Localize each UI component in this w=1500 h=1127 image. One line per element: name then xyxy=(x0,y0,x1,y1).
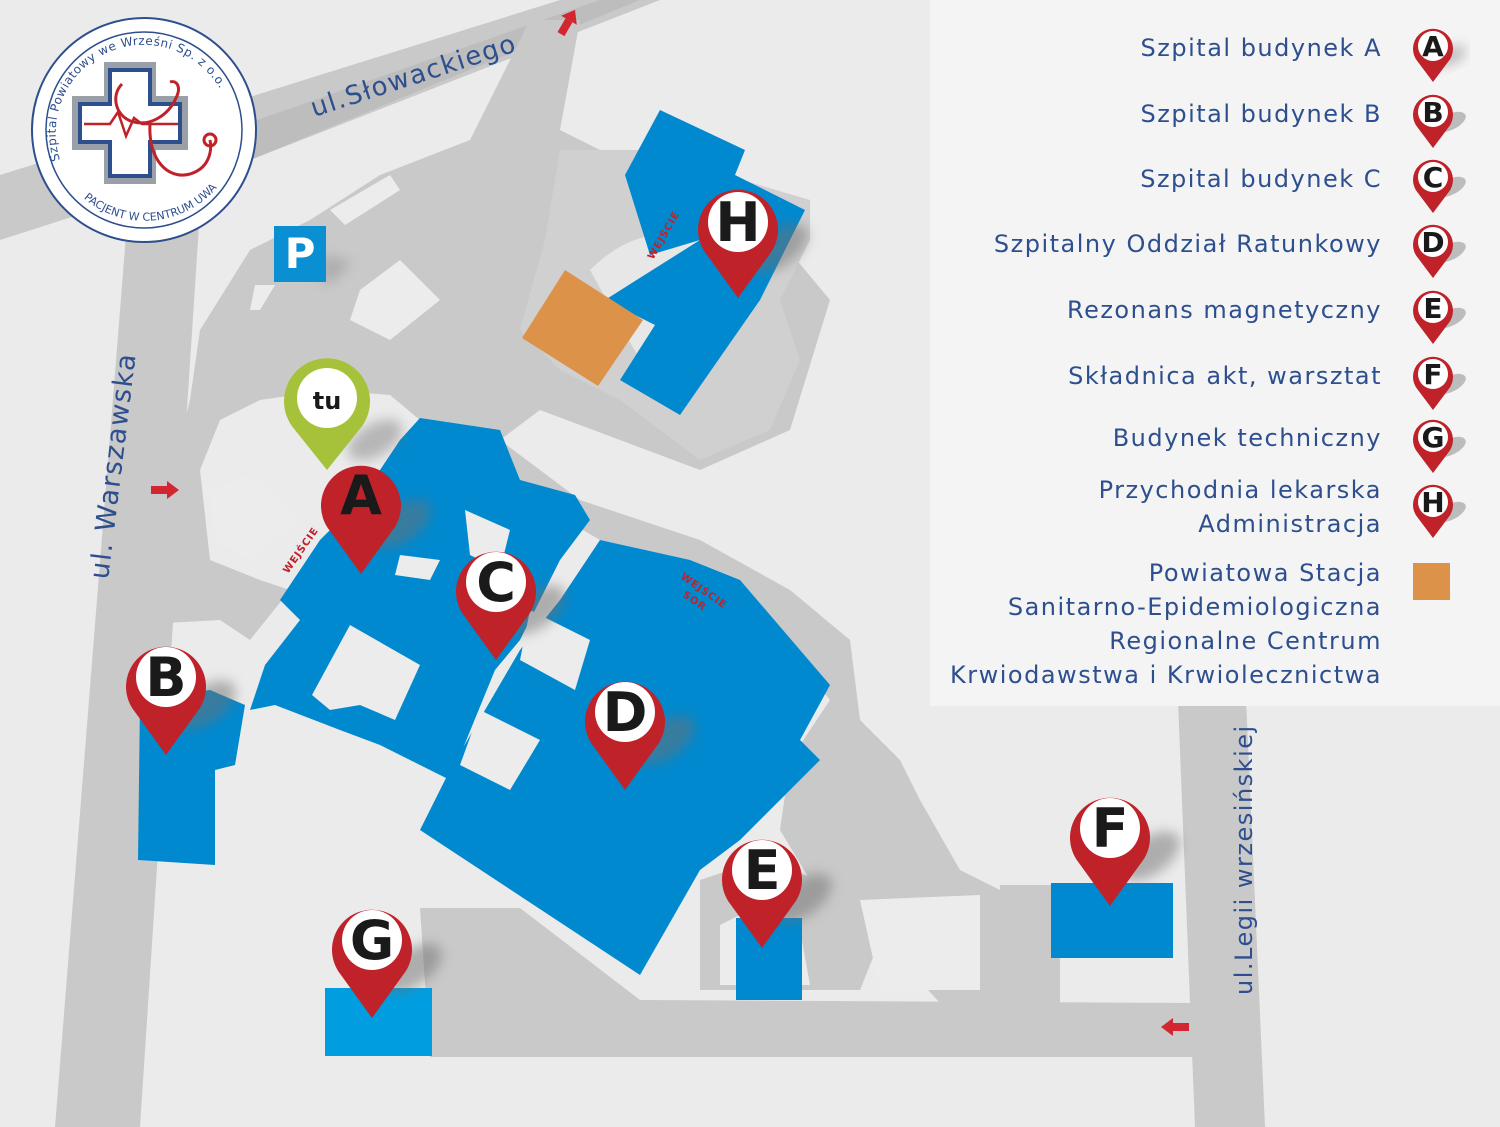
legend-item-e: Rezonans magnetyczny xyxy=(1067,293,1382,327)
legend-pin-c-icon: C xyxy=(1413,159,1466,213)
map-pin-c[interactable]: C xyxy=(456,551,574,660)
map-pin-g[interactable]: G xyxy=(332,909,450,1018)
legend-item-sanepid: Powiatowa Stacja Sanitarno-Epidemiologic… xyxy=(950,556,1382,692)
legend-item-b-text: Szpital budynek B xyxy=(1140,100,1382,128)
map-pin-h[interactable]: H xyxy=(698,189,816,298)
legend-pin-g-icon: G xyxy=(1413,419,1466,473)
legend-item-a-text: Szpital budynek A xyxy=(1140,34,1382,62)
map-pin-g-letter: G xyxy=(350,909,394,972)
legend-pin-h-icon: H xyxy=(1413,484,1466,538)
legend-item-f-text: Składnica akt, warsztat xyxy=(1068,362,1382,390)
legend-pin-h-letter: H xyxy=(1421,486,1444,519)
stethoscope-icon xyxy=(114,80,218,177)
legend-sanepid-line2: Sanitarno-Epidemiologiczna xyxy=(1007,593,1382,621)
legend-pin-d-letter: D xyxy=(1421,226,1444,259)
map-pin-b[interactable]: B xyxy=(126,646,244,755)
legend-item-h: Przychodnia lekarska Administracja xyxy=(1099,473,1382,541)
building-h xyxy=(605,110,805,415)
map-pin-d[interactable]: D xyxy=(585,681,703,790)
legend-pin-a-icon: A xyxy=(1413,28,1466,83)
legend-pin-g-letter: G xyxy=(1422,421,1445,454)
you-are-here-label: tu xyxy=(313,387,342,415)
road-warszawska xyxy=(55,210,200,1127)
parking-label: P xyxy=(285,229,316,278)
legend-sanepid-line4: Krwiodawstwa i Krwiolecznictwa xyxy=(950,661,1382,689)
parking-sign: P xyxy=(274,226,352,284)
map-pins: H A C D B E xyxy=(126,189,1188,1018)
legend-item-d: Szpitalny Oddział Ratunkowy xyxy=(994,227,1382,261)
legend-item-c-text: Szpital budynek C xyxy=(1140,165,1382,193)
legend-sanepid-line1: Powiatowa Stacja xyxy=(1148,559,1382,587)
sanepid-building xyxy=(522,270,643,386)
legend-pin-e-letter: E xyxy=(1423,292,1442,325)
direction-arrows xyxy=(151,9,1189,1036)
legend-orange-square xyxy=(1413,563,1450,600)
arrow-right-icon xyxy=(151,481,179,499)
legend-pin-a-letter: A xyxy=(1422,30,1444,63)
arrow-left-icon xyxy=(1161,1018,1189,1036)
map-pin-c-letter: C xyxy=(476,551,516,614)
legend-item-d-text: Szpitalny Oddział Ratunkowy xyxy=(993,230,1382,258)
legend-pin-e-icon: E xyxy=(1413,290,1466,344)
legend-pin-b-icon: B xyxy=(1413,94,1466,148)
map-pin-e-letter: E xyxy=(744,839,781,902)
legend-item-a: Szpital budynek A xyxy=(1141,31,1382,65)
road-bottom xyxy=(420,908,1200,1057)
map-pin-e[interactable]: E xyxy=(722,839,840,948)
map-pin-f-letter: F xyxy=(1092,797,1129,860)
legend-panel: Szpital budynek A Szpital budynek B Szpi… xyxy=(930,0,1500,706)
legend-pin-f-icon: F xyxy=(1413,356,1466,410)
legend-pin-d-icon: D xyxy=(1413,224,1466,278)
street-label-legii: ul.Legii wrzesińskiej xyxy=(1230,724,1258,995)
legend-pin-f-letter: F xyxy=(1423,358,1442,391)
legend-pin-b-letter: B xyxy=(1422,96,1443,129)
legend-pin-c-letter: C xyxy=(1423,161,1444,194)
legend-item-c: Szpital budynek C xyxy=(1140,162,1382,196)
you-are-here-pin: tu xyxy=(284,358,403,470)
map-pin-a[interactable]: A xyxy=(321,458,439,574)
legend-sanepid-line3: Regionalne Centrum xyxy=(1109,627,1382,655)
legend-item-g: Budynek techniczny xyxy=(1113,421,1382,455)
map-pin-a-letter: A xyxy=(340,464,382,527)
map-pin-d-letter: D xyxy=(603,681,648,744)
map-pin-f[interactable]: F xyxy=(1070,797,1188,906)
legend-item-g-text: Budynek techniczny xyxy=(1112,424,1382,452)
legend-item-b: Szpital budynek B xyxy=(1141,97,1383,131)
map-pin-b-letter: B xyxy=(145,646,186,709)
legend-item-f: Składnica akt, warsztat xyxy=(1068,359,1382,393)
legend-item-e-text: Rezonans magnetyczny xyxy=(1066,296,1382,324)
arrow-up-icon xyxy=(557,9,577,37)
legend-item-h-line2: Administracja xyxy=(1198,510,1382,538)
map-pin-h-letter: H xyxy=(715,191,760,254)
legend-item-h-line1: Przychodnia lekarska xyxy=(1098,476,1382,504)
